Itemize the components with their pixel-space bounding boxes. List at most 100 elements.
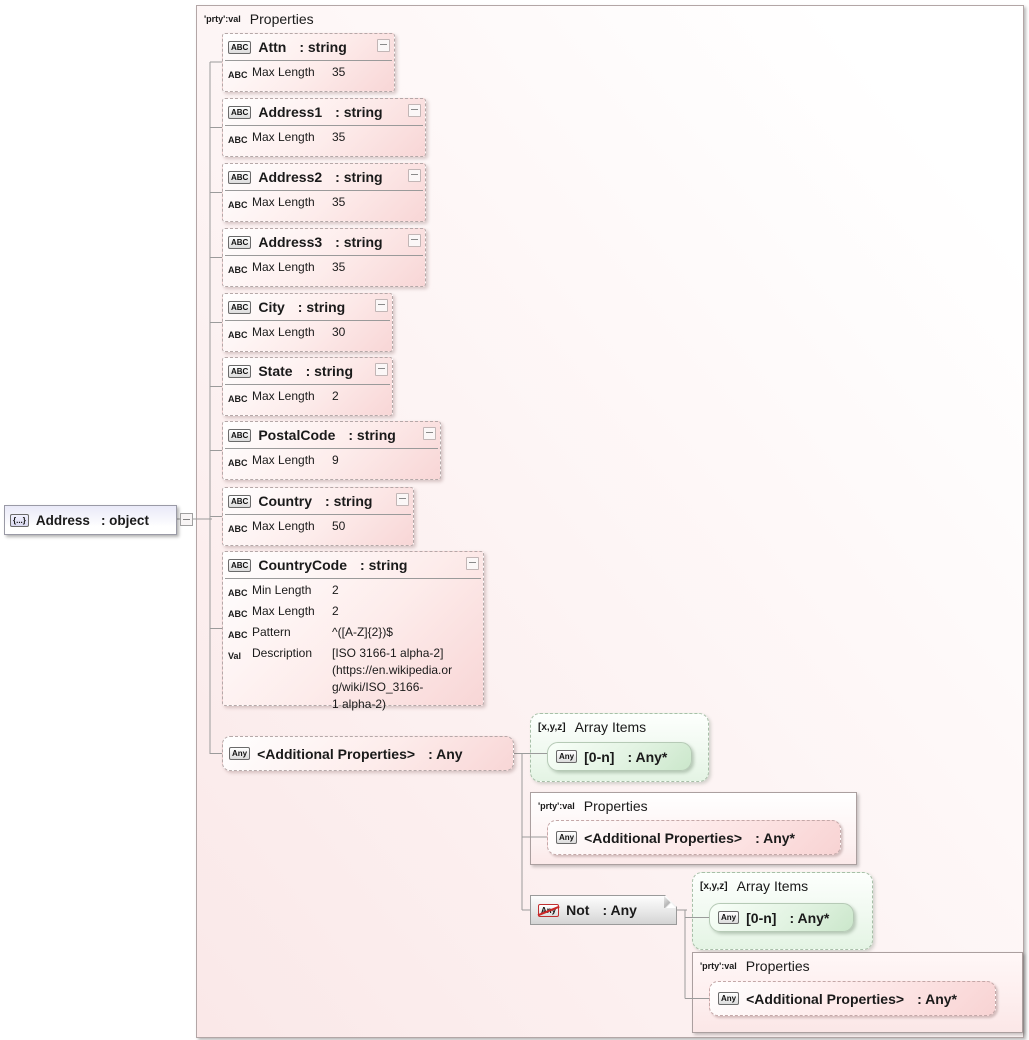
property-name: CountryCode — [258, 557, 348, 573]
property-header: ABC PostalCode : string — [223, 422, 440, 446]
not-node[interactable]: Any Not : Any — [530, 895, 677, 925]
property-type: : string — [335, 169, 383, 185]
item-type: : Any* — [789, 909, 830, 926]
any-not-icon: Any — [538, 904, 559, 917]
property-type: : string — [305, 363, 354, 379]
string-type-icon: ABC — [228, 364, 252, 378]
divider — [225, 384, 390, 385]
divider — [225, 514, 411, 515]
collapse-button[interactable] — [377, 39, 390, 52]
facet-type-icon: ABC — [228, 265, 248, 275]
property-type: : string — [297, 299, 346, 315]
minus-icon — [183, 519, 190, 520]
array-item-node-top[interactable]: Any [0-n] : Any* — [547, 742, 692, 771]
properties-bottom-title: Properties — [745, 958, 810, 974]
facet-label: Max Length — [252, 389, 315, 403]
property-type: : string — [348, 427, 396, 443]
property-node-address1[interactable]: ABC Address1 : string ABC Max Length 35 — [222, 98, 426, 157]
facet-type-icon: ABC — [228, 70, 248, 80]
property-name: Country — [258, 493, 313, 509]
minus-icon — [399, 498, 406, 499]
properties-icon: 'prty':val — [204, 14, 241, 24]
item-type: : Any* — [917, 990, 957, 1007]
facet-type-icon: ABC — [228, 394, 248, 404]
facet-label: Min Length — [252, 583, 312, 597]
property-node-country[interactable]: ABC Country : string ABC Max Length 50 — [222, 487, 414, 546]
collapse-connector-button[interactable] — [180, 513, 193, 526]
collapse-button[interactable] — [408, 104, 421, 117]
item-type: : Any — [602, 902, 637, 918]
item-type: : Any* — [755, 829, 795, 846]
property-node-postalcode[interactable]: ABC PostalCode : string ABC Max Length 9 — [222, 421, 441, 480]
property-node-city[interactable]: ABC City : string ABC Max Length 30 — [222, 293, 393, 352]
facet-row: ABC Pattern ^([A-Z]{2})$ — [228, 623, 479, 644]
property-header: ABC Attn : string — [223, 34, 394, 58]
facet-value: 35 — [332, 260, 346, 274]
properties-mid-title: Properties — [583, 798, 648, 814]
property-header: ABC Address1 : string — [223, 99, 425, 123]
facet-type-icon: ABC — [228, 330, 248, 340]
array-items-top-title: Array Items — [574, 719, 647, 735]
property-name: Address3 — [258, 234, 323, 250]
divider — [225, 320, 390, 321]
additional-properties-node-bottom[interactable]: Any <Additional Properties> : Any* — [709, 981, 996, 1016]
collapse-button[interactable] — [408, 169, 421, 182]
property-type: : string — [360, 557, 408, 573]
collapse-button[interactable] — [408, 234, 421, 247]
array-icon: [x,y,z] — [538, 721, 566, 733]
facet-value: 2 — [332, 389, 339, 403]
facet-value: 50 — [332, 519, 346, 533]
minus-icon — [378, 304, 385, 305]
root-node-name: Address — [35, 512, 90, 528]
collapse-button[interactable] — [466, 557, 479, 570]
facet-type-icon: ABC — [228, 200, 248, 210]
property-type: : string — [299, 39, 347, 55]
string-type-icon: ABC — [228, 300, 252, 314]
collapse-button[interactable] — [375, 363, 388, 376]
property-header: ABC Address3 : string — [223, 229, 425, 253]
facet-row: ABC Max Length 2 — [228, 387, 388, 408]
array-item-node-bottom[interactable]: Any [0-n] : Any* — [709, 903, 854, 932]
item-type: : Any* — [627, 748, 668, 765]
facet-row: ABC Max Length 50 — [228, 517, 409, 538]
facet-value: 2 — [332, 604, 339, 618]
facet-row: ABC Max Length 35 — [228, 63, 390, 84]
collapse-button[interactable] — [396, 493, 409, 506]
property-name: Address1 — [258, 104, 323, 120]
facet-label: Max Length — [252, 130, 315, 144]
facet-label: Max Length — [252, 260, 315, 274]
facet-label: Max Length — [252, 519, 315, 533]
array-items-top-header: [x,y,z] Array Items — [538, 719, 646, 735]
additional-properties-node-mid[interactable]: Any <Additional Properties> : Any* — [547, 820, 841, 855]
properties-group-header: 'prty':val Properties — [204, 11, 314, 27]
string-type-icon: ABC — [228, 494, 252, 508]
root-node-address[interactable]: {...} Address : object — [4, 505, 177, 535]
minus-icon — [426, 432, 433, 433]
property-node-state[interactable]: ABC State : string ABC Max Length 2 — [222, 357, 393, 416]
property-name: <Additional Properties> — [257, 745, 416, 762]
divider — [225, 578, 481, 579]
property-name: PostalCode — [258, 427, 336, 443]
property-node-attn[interactable]: ABC Attn : string ABC Max Length 35 — [222, 33, 395, 92]
object-icon: {...} — [10, 513, 29, 527]
facet-value: [ISO 3166-1 alpha-2] (https://en.wikiped… — [332, 646, 453, 711]
property-node-address2[interactable]: ABC Address2 : string ABC Max Length 35 — [222, 163, 426, 222]
divider — [225, 60, 392, 61]
property-name: City — [258, 299, 285, 315]
property-node-countrycode[interactable]: ABC CountryCode : string ABC Min Length … — [222, 551, 484, 711]
facet-row: ABC Max Length 35 — [228, 193, 421, 214]
array-icon: [x,y,z] — [700, 880, 728, 892]
item-name: Not — [566, 902, 590, 918]
collapse-button[interactable] — [375, 299, 388, 312]
facet-type-icon: ABC — [228, 609, 248, 619]
property-node-address3[interactable]: ABC Address3 : string ABC Max Length 35 — [222, 228, 426, 287]
any-type-icon: Any — [718, 992, 740, 1005]
collapse-button[interactable] — [423, 427, 436, 440]
additional-properties-node[interactable]: Any <Additional Properties> : Any — [222, 736, 514, 771]
any-type-icon: Any — [229, 747, 251, 760]
minus-icon — [469, 562, 476, 563]
facet-value: 35 — [332, 130, 346, 144]
facet-value: 9 — [332, 453, 339, 467]
minus-icon — [411, 174, 418, 175]
root-node-type: : object — [100, 512, 149, 528]
